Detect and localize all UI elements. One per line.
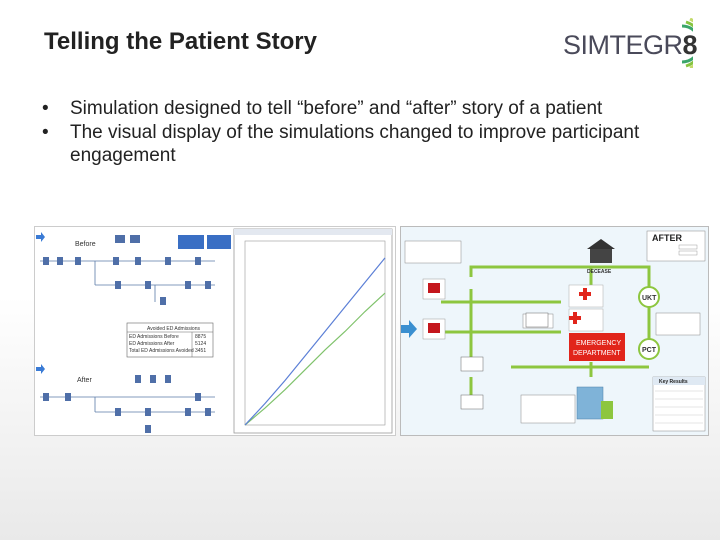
emergency-department-box	[569, 333, 625, 361]
slide-title: Telling the Patient Story	[44, 28, 317, 55]
bullet-dot-icon: •	[42, 98, 49, 119]
table-row-label: Total ED Admissions Avoided	[129, 348, 194, 354]
bullet-list: •Simulation designed to tell “before” an…	[40, 97, 640, 168]
emergency-line2: DEPARTMENT	[573, 350, 621, 357]
before-simulation-screenshot: Before After	[34, 226, 396, 436]
simtegr8-logo: SIMTEGR8	[563, 18, 698, 68]
after-label: After	[77, 377, 92, 384]
table-row-value: 8875	[195, 334, 206, 340]
table-row-label: ED Admissions Before	[129, 334, 179, 340]
ukt-label: UKT	[642, 295, 657, 302]
bullet-item: •The visual display of the simulations c…	[42, 122, 640, 166]
logo-text: SIMTEGR8	[563, 30, 698, 60]
after-pathway-screenshot: AFTER DECEASE	[400, 226, 709, 436]
table-header: Avoided ED Admissions	[147, 326, 200, 332]
table-row-label: ED Admissions After	[129, 341, 175, 347]
chart-series-line	[244, 292, 386, 426]
table-row-value: 5124	[195, 341, 206, 347]
admissions-line-chart	[244, 240, 386, 426]
before-label: Before	[75, 241, 96, 248]
pct-label: PCT	[642, 347, 657, 354]
after-title: AFTER	[652, 233, 682, 243]
bullet-dot-icon: •	[42, 122, 49, 143]
key-results-title: Key Results	[659, 379, 688, 385]
logo-arcs-icon	[681, 18, 693, 68]
bullet-item: •Simulation designed to tell “before” an…	[42, 98, 603, 119]
chart-plot-area	[244, 240, 386, 426]
chart-series-line	[244, 257, 386, 426]
decease-label: DECEASE	[587, 269, 612, 275]
emergency-line1: EMERGENCY	[576, 340, 621, 347]
table-row-value: 3451	[195, 348, 206, 354]
avoided-admissions-table: Avoided ED Admissions ED Admissions Befo…	[126, 322, 214, 358]
